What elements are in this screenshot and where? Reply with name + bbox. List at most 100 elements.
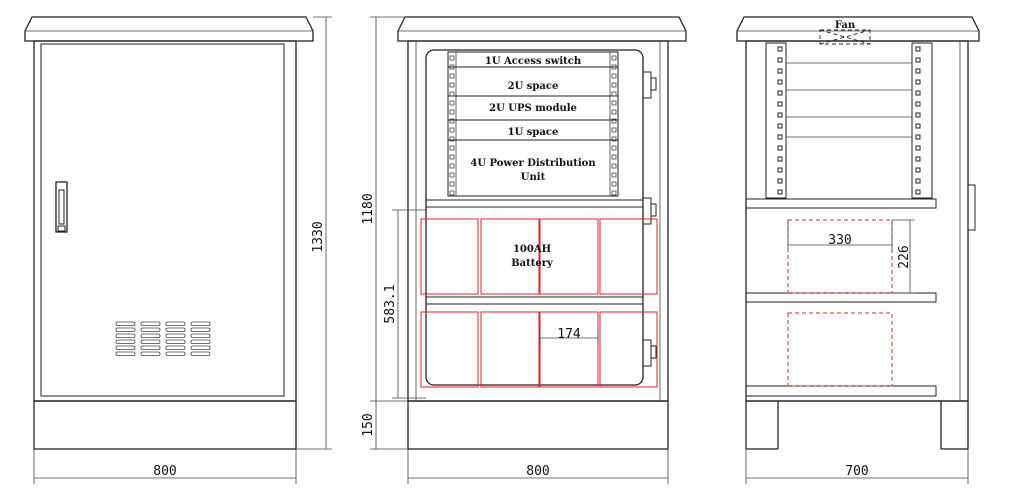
open-body [407,40,669,402]
rail-hole [777,167,783,173]
rail-hole [777,79,783,85]
rail-hole [449,145,455,151]
rail-hole [611,118,617,124]
shelf-upper [425,199,644,208]
rail-hole [449,136,455,142]
rail-hole [611,136,617,142]
vent-slot [165,345,186,350]
open-view: 1U Access switch 2U space 2U UPS module … [361,16,687,484]
rail-hole [915,90,921,96]
vent-slot [140,327,161,332]
rail-hole [915,46,921,52]
rail-hole [777,101,783,107]
vent-slot [190,351,211,356]
front-door [40,43,285,397]
vent-slot [165,327,186,332]
side-rail-holes [777,46,921,195]
vent-slot [165,339,186,344]
rail-hole [611,82,617,88]
battery-cell [539,311,599,388]
rail-hole [915,189,921,195]
vent-slot [140,333,161,338]
rail-hole [611,100,617,106]
rail-hole [449,181,455,187]
rail-hole [777,46,783,52]
front-plinth [33,400,297,450]
rail-hole [449,55,455,61]
battery-cell [599,311,658,388]
vent-slot [165,333,186,338]
open-plinth [407,400,669,450]
front-height-label: 1330 [311,221,326,252]
vent-slot [115,345,136,350]
rail-hole [777,156,783,162]
base-height-label: 150 [361,413,376,436]
side-width-label: 700 [845,464,868,479]
rail-hole [777,57,783,63]
side-shelf-middle [745,292,937,303]
side-shelf-bottom [745,385,937,397]
side-latch-icon [967,184,976,231]
rail-hole [915,134,921,140]
side-width-dimension: 700 [745,449,969,484]
rail-hole [915,57,921,63]
rail-hole [611,163,617,169]
battery-cell [480,311,540,388]
battery-cell [480,218,540,295]
vent-slot [140,351,161,356]
side-roof [736,16,980,42]
vent-slot [115,351,136,356]
rail-hole [777,112,783,118]
front-roof [24,16,314,42]
side-battery-upper [787,219,893,294]
hinge-icon [642,71,657,367]
rail-hole [611,55,617,61]
rail-hole [611,109,617,115]
vent-slot [115,339,136,344]
vent-slot [140,345,161,350]
ventilation-grille [115,321,211,356]
rail-hole [915,68,921,74]
rack-item-2u-space: 2U space [508,81,559,92]
compartment-width-dimension: 330 [787,220,893,250]
rail-hole [611,91,617,97]
rack-item-1u-space: 1U space [508,127,559,138]
battery-height-dimension: 583.1 [383,209,426,399]
rail-hole [611,154,617,160]
rail-hole [449,82,455,88]
fan-label: Fan [835,20,856,31]
rack-item-pdu-line2: Unit [521,172,546,183]
battery-height-label: 583.1 [383,284,398,323]
rail-hole [449,163,455,169]
rail-hole [449,100,455,106]
vent-slot [190,321,211,326]
open-width-dimension: 800 [407,449,669,484]
battery-label-line1: 100AH [513,244,551,255]
rack-item-pdu-line1: 4U Power Distribution [470,158,596,169]
rail-hole [915,178,921,184]
rail-hole [449,64,455,70]
side-shelf-upper [745,198,937,209]
rail-hole [915,123,921,129]
rail-hole [611,190,617,196]
side-view: Fan 330 226 [736,16,980,484]
front-height-dimension: 1330 [296,16,332,450]
rail-hole [777,145,783,151]
vent-slot [115,327,136,332]
vent-slot [115,333,136,338]
battery-cell [599,218,658,295]
rack-rail-right [611,55,617,196]
vent-slot [190,339,211,344]
rail-hole [915,167,921,173]
compartment-width-label: 330 [828,233,851,248]
equipment-rack: 1U Access switch 2U space 2U UPS module … [447,51,619,197]
battery-cell [420,311,479,388]
battery-bank [420,218,658,388]
rail-hole [449,154,455,160]
side-battery-lower [787,312,893,387]
open-width-label: 800 [526,464,549,479]
open-height-label: 1180 [361,193,376,224]
rail-hole [777,90,783,96]
vent-slot [190,345,211,350]
